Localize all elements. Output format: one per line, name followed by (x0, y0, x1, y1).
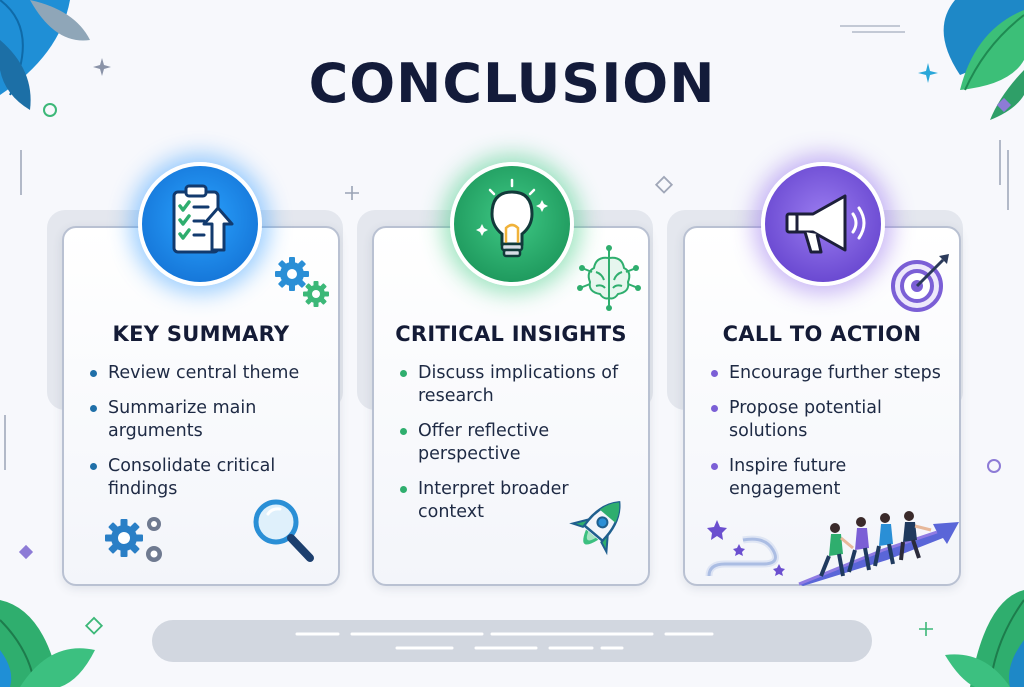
bullet-text: Propose potential solutions (729, 398, 882, 441)
list-item: Offer reflective perspective (396, 420, 638, 466)
team-growth-icon (705, 511, 959, 586)
list-item: Interpret broader context (396, 478, 638, 524)
bullet-text: Review central theme (108, 363, 300, 383)
icon-circle-call-to-action (761, 162, 885, 286)
leaf-bottom-left-icon (0, 600, 95, 687)
list-item: Inspire future engagement (707, 455, 949, 501)
gears-icon (105, 517, 162, 562)
card-title: CALL TO ACTION (722, 322, 922, 346)
card-title: KEY SUMMARY (112, 322, 290, 346)
bullet-text: Discuss implications of research (418, 363, 619, 406)
bullet-text: Interpret broader context (418, 479, 569, 522)
bullet-dot-icon (90, 463, 97, 470)
bullet-text: Consolidate critical findings (108, 456, 276, 499)
page-title: CONCLUSION (308, 52, 716, 115)
gears-icon (275, 257, 329, 307)
lightbulb-icon (476, 178, 548, 258)
card-critical-insights: CRITICAL INSIGHTS Discuss implications o… (372, 226, 650, 586)
icon-circle-critical-insights (450, 162, 574, 286)
leaf-bottom-right-icon (945, 590, 1024, 687)
bullet-text: Encourage further steps (729, 363, 941, 383)
footer-lines (295, 632, 714, 650)
bullet-text: Summarize main arguments (108, 398, 257, 441)
icon-circle-key-summary (138, 162, 262, 286)
bullet-text: Offer reflective perspective (418, 421, 550, 464)
clipboard-checklist-icon (172, 184, 234, 254)
list-item: Encourage further steps (707, 362, 949, 385)
bullet-dot-icon (711, 463, 718, 470)
bullet-dot-icon (711, 405, 718, 412)
rocket-icon (569, 501, 621, 556)
bullet-dot-icon (90, 405, 97, 412)
bullet-dot-icon (400, 428, 407, 435)
list-item: Consolidate critical findings (86, 455, 328, 501)
brain-icon (577, 245, 641, 311)
list-item: Summarize main arguments (86, 397, 328, 443)
magnifier-icon (253, 499, 314, 562)
bullet-dot-icon (400, 486, 407, 493)
card-key-summary: KEY SUMMARY Review central theme Summari… (62, 226, 340, 586)
bullet-list: Review central theme Summarize main argu… (86, 362, 328, 513)
bullet-list: Encourage further steps Propose potentia… (707, 362, 949, 513)
card-title: CRITICAL INSIGHTS (395, 322, 627, 346)
list-item: Discuss implications of research (396, 362, 638, 408)
list-item: Propose potential solutions (707, 397, 949, 443)
bullet-dot-icon (400, 370, 407, 377)
bullet-list: Discuss implications of research Offer r… (396, 362, 638, 536)
megaphone-icon (785, 194, 866, 254)
list-item: Review central theme (86, 362, 328, 385)
bullet-dot-icon (90, 370, 97, 377)
bullet-text: Inspire future engagement (729, 456, 847, 499)
bullet-dot-icon (711, 370, 718, 377)
footer-bar (152, 620, 872, 662)
target-icon (891, 254, 949, 312)
